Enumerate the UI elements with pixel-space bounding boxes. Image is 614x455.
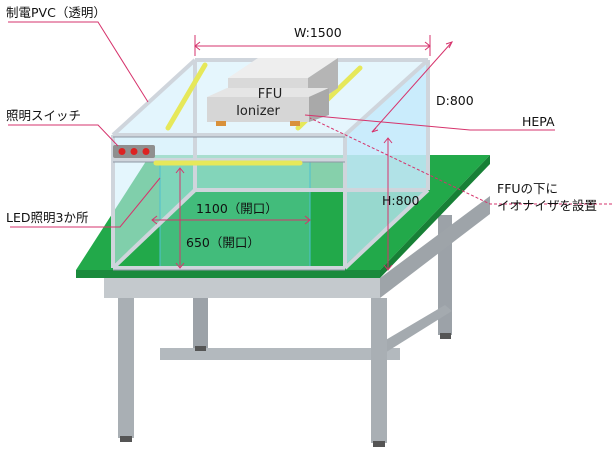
front-left-leg: [118, 298, 134, 438]
front-right-foot: [373, 441, 385, 447]
back-left-leg: [193, 298, 208, 348]
dim-depth-label: D:800: [436, 93, 474, 108]
label-ffu-note-2: イオナイザを設置: [497, 198, 597, 213]
leader-hepa: [304, 114, 555, 131]
dim-opening-width-label: 1100（開口）: [196, 201, 278, 216]
front-left-foot: [120, 436, 132, 442]
table-apron-front: [104, 278, 380, 298]
leader-switch: [8, 124, 119, 147]
dim-width-label: W:1500: [294, 25, 342, 40]
table-top-side-edge: [380, 155, 490, 278]
dim-depth-line: [371, 41, 453, 133]
ionizer-label: Ionizer: [236, 104, 280, 119]
back-left-foot: [195, 346, 206, 351]
lower-crossbar-side: [372, 305, 452, 356]
led-light-left: [165, 62, 208, 131]
ionizer-foot-right: [290, 121, 300, 126]
dim-height-label: H:800: [382, 193, 420, 208]
back-right-foot: [440, 333, 451, 339]
label-switch: 照明スイッチ: [6, 108, 81, 123]
label-pvc: 制電PVC（透明）: [6, 5, 106, 20]
leader-pvc: [8, 21, 149, 103]
label-led: LED照明3か所: [6, 210, 88, 225]
table-top-front-edge: [76, 270, 380, 278]
leader-lines: [8, 21, 612, 271]
front-opening: [160, 160, 310, 270]
leader-ffu: [309, 117, 612, 205]
label-hepa: HEPA: [522, 114, 555, 129]
right-side-panel: [345, 60, 428, 265]
light-switch: [113, 145, 155, 158]
ionizer-unit: [207, 88, 329, 126]
front-upper-panel: [113, 135, 345, 160]
ionizer-foot-left: [216, 121, 226, 126]
front-right-leg: [371, 298, 387, 443]
leader-led: [10, 177, 161, 228]
label-ffu-note-1: FFUの下に: [497, 181, 558, 196]
dim-opening-height-label: 650（開口）: [186, 235, 260, 250]
lower-crossbar-front: [160, 348, 400, 360]
table-apron-side: [380, 196, 490, 298]
ffu-label: FFU: [258, 87, 282, 102]
